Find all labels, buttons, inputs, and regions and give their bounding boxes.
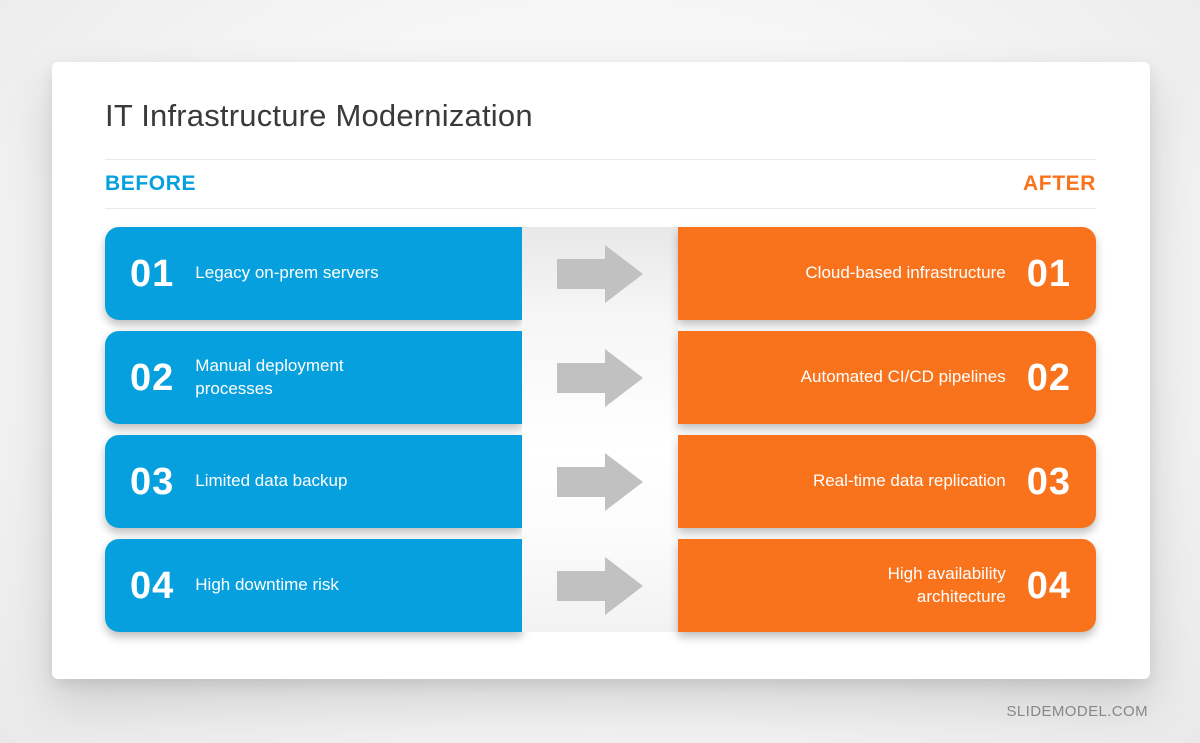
before-item-text: Legacy on-prem servers: [195, 263, 379, 283]
column-headers-band: BEFORE AFTER: [105, 159, 1096, 209]
before-item-number: 01: [130, 252, 175, 295]
before-item-text: Manual deployment processes: [195, 355, 344, 398]
arrow-cell: [522, 435, 678, 528]
page-title: IT Infrastructure Modernization: [105, 98, 533, 133]
before-row-1: 01 Legacy on-prem servers: [105, 227, 522, 320]
slide-canvas: IT Infrastructure Modernization BEFORE A…: [52, 62, 1150, 679]
before-item-number: 03: [130, 460, 175, 503]
before-item-text: High downtime risk: [195, 575, 339, 595]
after-row-4: High availability architecture 04: [678, 539, 1096, 632]
after-row-3: Real-time data replication 03: [678, 435, 1096, 528]
before-row-3: 03 Limited data backup: [105, 435, 522, 528]
arrow-cell: [522, 331, 678, 424]
after-item-number: 04: [1026, 564, 1071, 607]
right-arrow-icon: [557, 244, 643, 303]
after-row-1: Cloud-based infrastructure 01: [678, 227, 1096, 320]
after-item-text: Real-time data replication: [812, 471, 1006, 491]
after-item-text: Automated CI/CD pipelines: [800, 367, 1006, 387]
after-item-text: Cloud-based infrastructure: [805, 263, 1006, 283]
before-column: 01 Legacy on-prem servers 02 Manual depl…: [105, 227, 522, 632]
arrows-column: [522, 227, 678, 632]
after-item-text: High availability architecture: [887, 563, 1006, 606]
before-item-number: 04: [130, 564, 175, 607]
arrow-cell: [522, 227, 678, 320]
comparison-body: 01 Legacy on-prem servers 02 Manual depl…: [105, 227, 1096, 632]
watermark-text: SLIDEMODEL.COM: [1006, 703, 1148, 720]
after-item-number: 01: [1026, 252, 1071, 295]
right-arrow-icon: [557, 348, 643, 407]
before-row-2: 02 Manual deployment processes: [105, 331, 522, 424]
before-item-number: 02: [130, 356, 175, 399]
after-column: Cloud-based infrastructure 01 Automated …: [678, 227, 1096, 632]
before-item-text: Limited data backup: [195, 471, 348, 491]
after-label: AFTER: [1023, 172, 1096, 195]
before-row-4: 04 High downtime risk: [105, 539, 522, 632]
right-arrow-icon: [557, 452, 643, 511]
right-arrow-icon: [557, 556, 643, 615]
before-label: BEFORE: [105, 172, 197, 195]
after-item-number: 03: [1026, 460, 1071, 503]
arrow-cell: [522, 539, 678, 632]
after-row-2: Automated CI/CD pipelines 02: [678, 331, 1096, 424]
after-item-number: 02: [1026, 356, 1071, 399]
